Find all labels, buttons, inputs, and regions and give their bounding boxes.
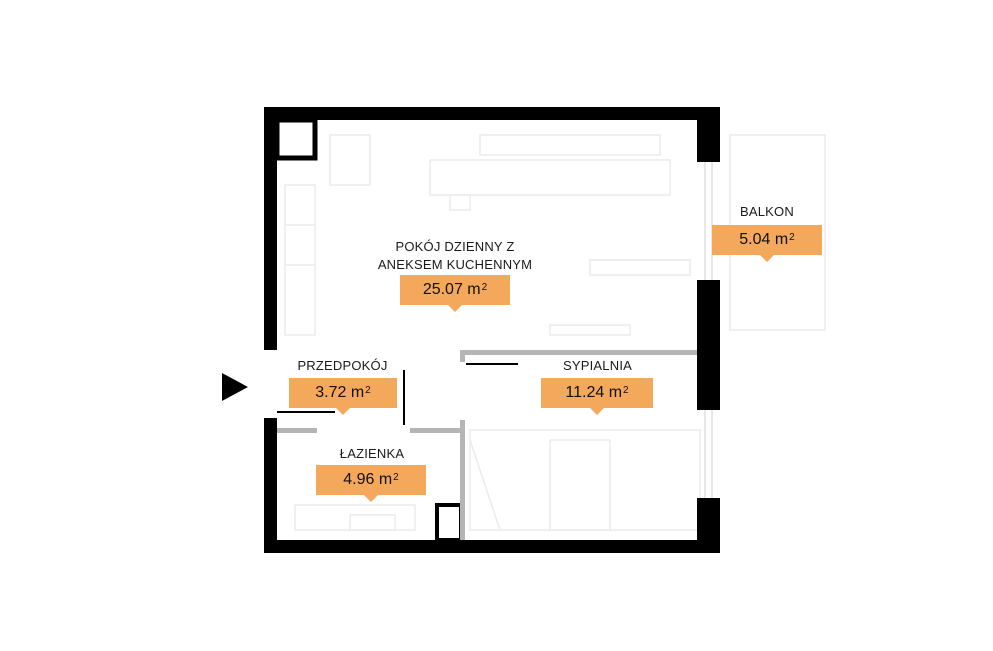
- bathroom-label-text: ŁAZIENKA: [339, 446, 405, 461]
- living-room-area-unit: 2: [481, 281, 488, 293]
- furniture-outlines: [284, 134, 826, 531]
- balcony-label-text: BALKON: [740, 204, 794, 219]
- balcony-area: 5.04 m: [739, 231, 789, 248]
- windows: [704, 162, 713, 498]
- hall-area: 3.72 m: [315, 384, 365, 401]
- living-room-label: POKÓJ DZIENNY Z ANEKSEM KUCHENNYM: [360, 238, 550, 274]
- entrance-arrow-icon: [222, 373, 248, 401]
- bedroom-label: SYPIALNIA: [545, 357, 650, 375]
- bedroom-area-unit: 2: [623, 384, 629, 396]
- balcony-area-unit: 2: [789, 231, 795, 243]
- bathroom-area-unit: 2: [393, 471, 399, 483]
- partitions: [277, 350, 697, 540]
- bathroom-label: ŁAZIENKA: [318, 445, 426, 463]
- bedroom-label-text: SYPIALNIA: [563, 358, 632, 373]
- ventilation-shaft: [274, 117, 318, 161]
- bedroom-area: 11.24 m: [565, 384, 623, 401]
- living-room-label-line2: ANEKSEM KUCHENNYM: [377, 257, 533, 272]
- outer-walls: [264, 107, 720, 553]
- balcony-label: BALKON: [717, 203, 817, 221]
- bathroom-area: 4.96 m: [343, 471, 393, 488]
- hall-area-unit: 2: [365, 384, 371, 396]
- doors: [277, 363, 518, 425]
- bathroom-shaft: [435, 503, 463, 542]
- living-room-label-line1: POKÓJ DZIENNY Z: [395, 239, 515, 254]
- hall-label: PRZEDPOKÓJ: [285, 357, 400, 375]
- hall-label-text: PRZEDPOKÓJ: [297, 358, 388, 373]
- living-room-area: 25.07 m: [422, 281, 481, 298]
